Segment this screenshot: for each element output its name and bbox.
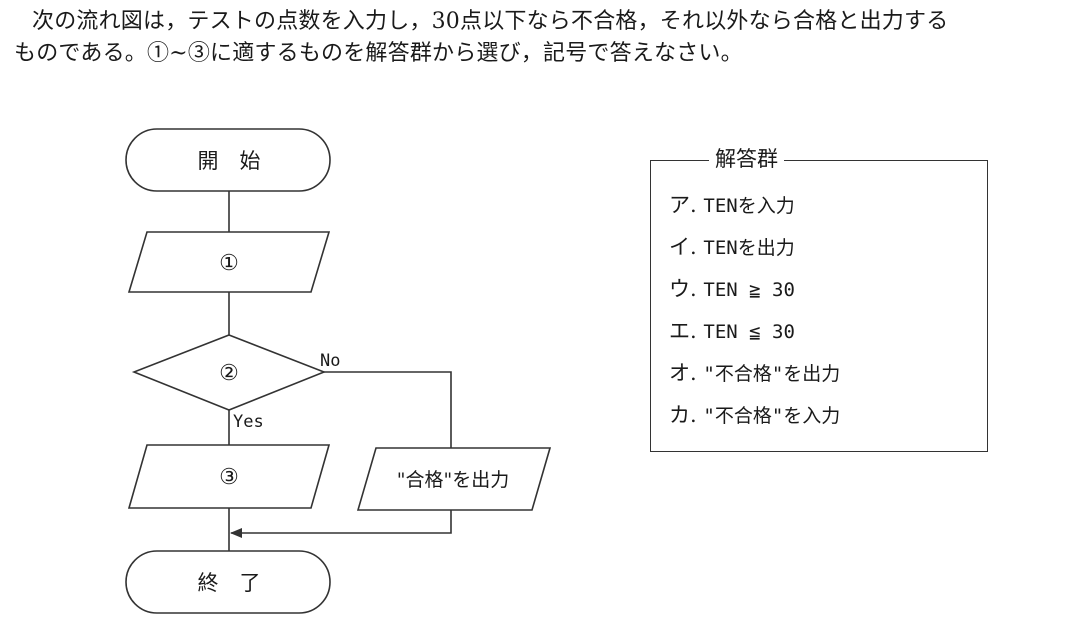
answer-group-title: 解答群 (709, 146, 784, 172)
answer-option-key: ア. (669, 193, 697, 217)
answer-option-key: オ. (669, 361, 697, 385)
start-terminal (125, 128, 331, 192)
pass-output-box (356, 447, 552, 511)
answer-group-box: 解答群 ア. TENを入力 イ. TENを出力 ウ. TEN ≧ 30 エ. T… (650, 146, 988, 452)
step3-label: ③ (219, 465, 239, 490)
answer-option: オ. "不合格"を出力 (669, 359, 840, 401)
connector-no-branch (315, 371, 452, 448)
answer-option: イ. TENを出力 (669, 233, 840, 275)
connector-merge-arrow (230, 510, 452, 538)
decision-label: ② (219, 361, 239, 386)
question-line-1: 次の流れ図は，テストの点数を入力し，30点以下なら不合格，それ以外なら合格と出力… (32, 9, 949, 34)
answer-option-key: ウ. (669, 277, 697, 301)
flow-connectors (228, 191, 452, 551)
answer-option-text: TENを出力 (703, 237, 795, 259)
decision-diamond (131, 334, 327, 411)
start-label: 開 始 (198, 149, 261, 173)
step1-label: ① (219, 251, 239, 276)
answer-option: カ. "不合格"を入力 (669, 401, 840, 443)
answer-option-key: カ. (669, 403, 697, 427)
answer-option-text: "不合格"を入力 (703, 405, 841, 427)
flowchart: 開 始 ① ② No Yes ③ "合格"を出力 終 了 (125, 128, 552, 614)
answer-options-list: ア. TENを入力 イ. TENを出力 ウ. TEN ≧ 30 エ. TEN ≦… (669, 191, 840, 443)
answer-option-key: エ. (669, 319, 697, 343)
answer-option: ア. TENを入力 (669, 191, 840, 233)
answer-option: エ. TEN ≦ 30 (669, 317, 840, 359)
no-label: No (320, 351, 340, 371)
yes-label: Yes (233, 412, 264, 432)
answer-option-text: TEN ≧ 30 (703, 279, 795, 301)
answer-option-text: TENを入力 (703, 195, 795, 217)
question-text: 次の流れ図は，テストの点数を入力し，30点以下なら不合格，それ以外なら合格と出力… (14, 6, 1060, 70)
process-box-3 (127, 444, 331, 509)
pass-output-label: "合格"を出力 (397, 469, 509, 491)
end-terminal (125, 550, 331, 614)
answer-option-text: "不合格"を出力 (703, 363, 841, 385)
answer-option: ウ. TEN ≧ 30 (669, 275, 840, 317)
answer-option-key: イ. (669, 235, 697, 259)
answer-option-text: TEN ≦ 30 (703, 321, 795, 343)
end-label: 終 了 (198, 571, 261, 595)
question-line-2: ものである。①~③に適するものを解答群から選び，記号で答えなさい。 (14, 41, 743, 66)
input-box-1 (127, 231, 331, 293)
